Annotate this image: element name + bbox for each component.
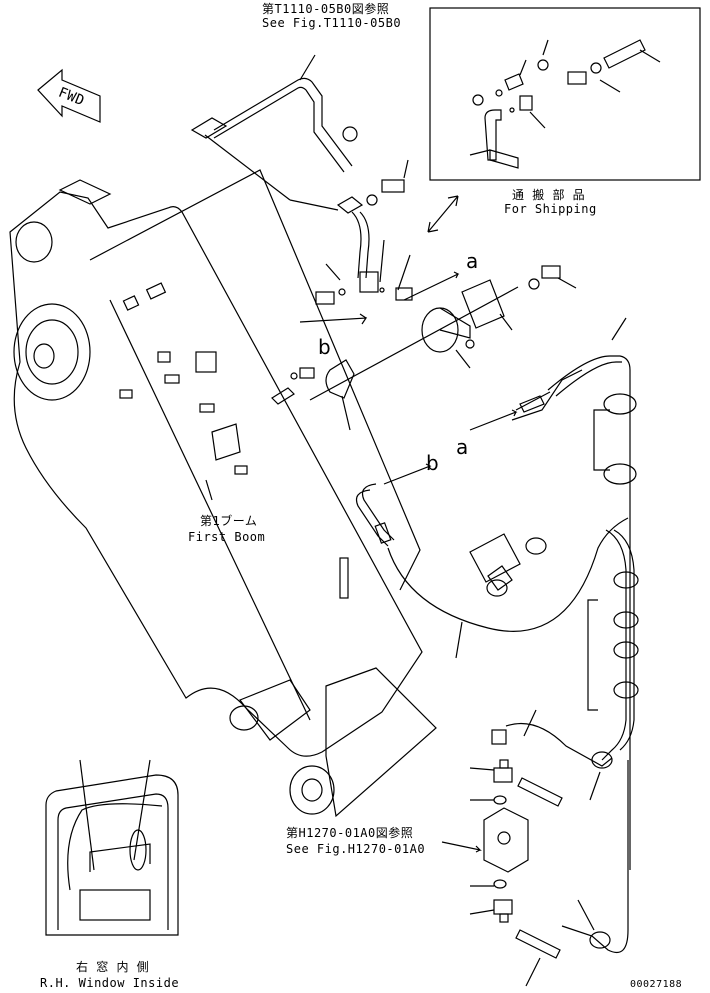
- top-reference-en: See Fig.T1110-05B0: [262, 16, 402, 30]
- shipping-label-jp: 通 搬 部 品: [512, 188, 586, 202]
- shipping-label-en: For Shipping: [504, 202, 597, 216]
- shipping-link-arrow: [427, 195, 459, 233]
- valve-stack: [441, 759, 563, 987]
- marker-a-top: a: [466, 249, 479, 273]
- shipping-inset-box: [429, 7, 701, 181]
- pressure-switch-group: [271, 265, 577, 431]
- top-pipe-assembly: [190, 54, 413, 305]
- figure-number: 00027188: [630, 979, 683, 990]
- cab-label-jp: 右 窓 内 側: [76, 960, 150, 974]
- top-reference-jp: 第T1110-05B0図参照: [262, 2, 390, 16]
- boom-body: [9, 169, 437, 818]
- marker-b-left: b: [318, 335, 331, 359]
- boom-label-en: First Boom: [188, 530, 266, 544]
- marker-b-mid: b: [426, 451, 439, 475]
- valve-reference-en: See Fig.H1270-01A0: [286, 842, 426, 856]
- fwd-arrow: [37, 68, 101, 123]
- cab-label-en: R.H. Window Inside: [40, 976, 180, 990]
- cab-inset: [45, 759, 179, 936]
- hose-routing: [355, 317, 639, 954]
- marker-a-mid: a: [456, 435, 469, 459]
- shipping-parts: [469, 39, 661, 169]
- valve-reference-jp: 第H1270-01A0図参照: [286, 826, 414, 840]
- boom-label-jp: 第1ブーム: [200, 514, 258, 528]
